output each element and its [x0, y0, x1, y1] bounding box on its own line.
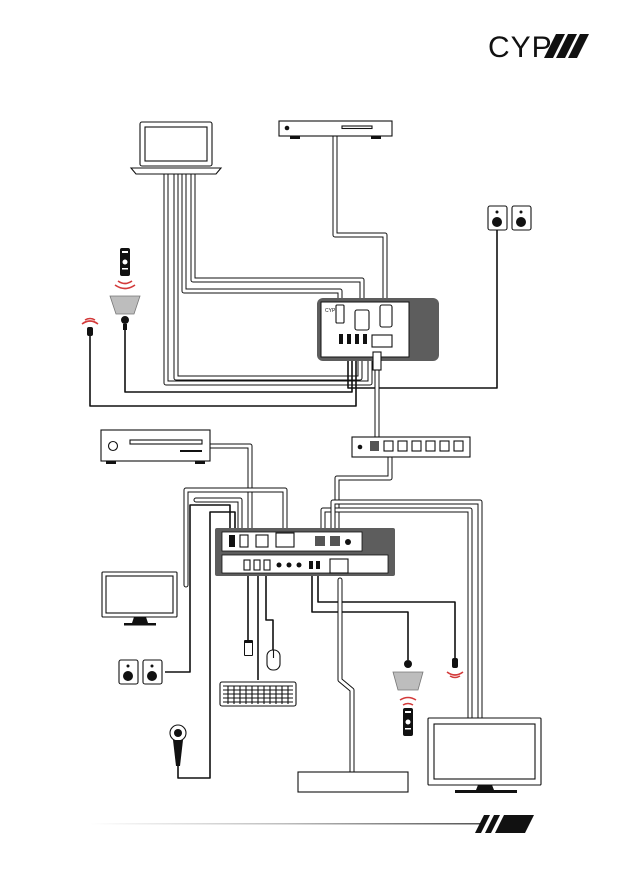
- keyboard-icon: [220, 682, 296, 706]
- av-receiver-unit-icon: [215, 528, 395, 576]
- ir-blaster-icon: [82, 319, 98, 337]
- av-receiver-icon: [101, 430, 210, 464]
- monitor-icon: [102, 572, 177, 626]
- footer: [90, 815, 534, 833]
- svg-text:CYP: CYP: [325, 308, 336, 314]
- ir-remote-icon: [400, 698, 416, 737]
- speaker-pair-icon: [119, 660, 162, 684]
- brand-logo-text: CYP: [488, 31, 553, 64]
- network-switch-icon: [352, 437, 470, 457]
- ir-receiver-icon: [393, 660, 423, 690]
- ir-receiver-icon: [110, 296, 140, 330]
- media-player-icon: [279, 121, 392, 139]
- device-box-icon: [298, 772, 408, 792]
- usb-drive-icon: [244, 640, 253, 656]
- wall-plate-transmitter-icon: CYP: [317, 298, 439, 370]
- mouse-icon: [267, 650, 280, 670]
- footer-brand-mark: [475, 815, 534, 833]
- brand-logo: CYP: [488, 31, 589, 64]
- footer-divider: [90, 823, 480, 825]
- ir-remote-icon: [115, 248, 135, 289]
- speaker-pair-icon: [488, 206, 531, 230]
- display-icon: [428, 718, 541, 793]
- laptop-icon: [131, 122, 221, 174]
- ir-blaster-icon: [447, 658, 463, 678]
- microphone-icon: [170, 725, 186, 766]
